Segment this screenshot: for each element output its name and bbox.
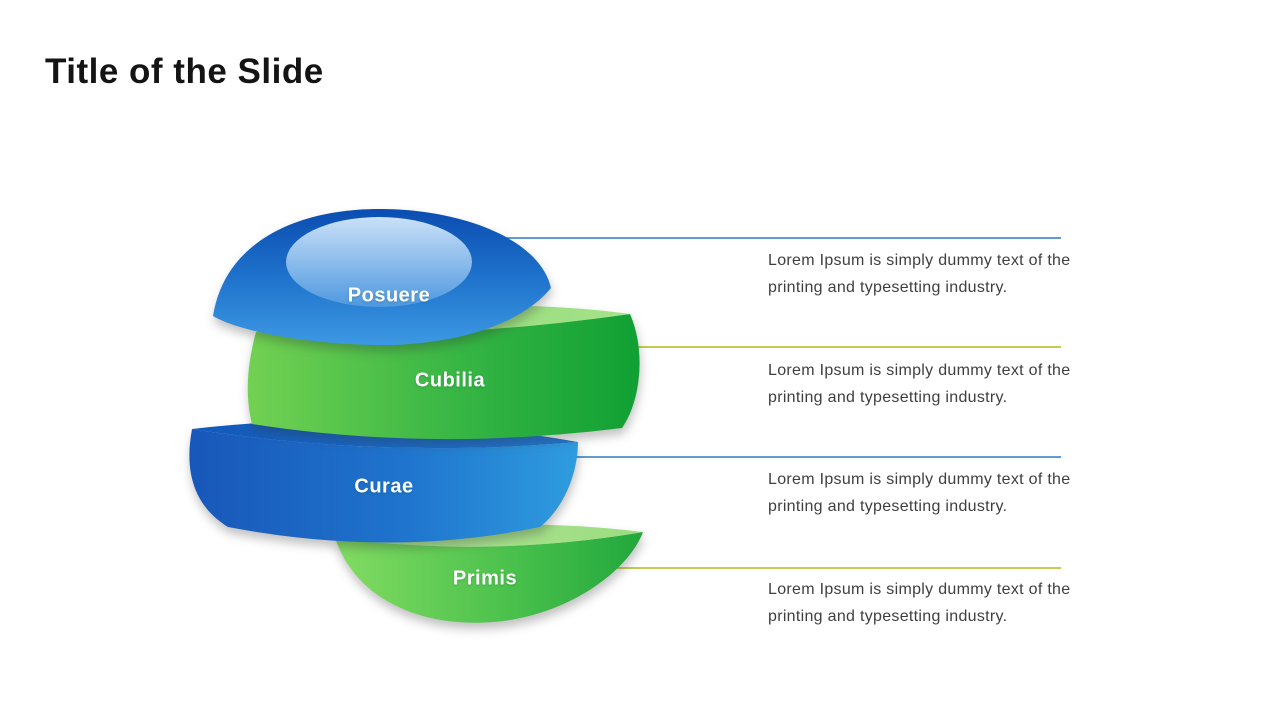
description-text-line: Lorem Ipsum is simply dummy text of the (768, 471, 1071, 488)
description-curae: Lorem Ipsum is simply dummy text of the … (768, 466, 1070, 520)
description-text-line: Lorem Ipsum is simply dummy text of the (768, 252, 1071, 269)
primis-bowl-shape (335, 532, 643, 623)
segment-label-curae: Curae (354, 475, 414, 498)
slide-title: Title of the Slide (45, 52, 324, 91)
description-primis: Lorem Ipsum is simply dummy text of the … (768, 576, 1070, 630)
posuere-highlight (286, 217, 472, 307)
description-text-line: Lorem Ipsum is simply dummy text of the (768, 362, 1071, 379)
description-text-line: printing and typesetting industry. (768, 498, 1008, 515)
description-text-line: Lorem Ipsum is simply dummy text of the (768, 581, 1071, 598)
cubilia-band-shape (247, 314, 640, 440)
posuere-segment (213, 208, 551, 346)
description-posuere: Lorem Ipsum is simply dummy text of the … (768, 247, 1070, 301)
segment-label-posuere: Posuere (347, 284, 431, 307)
description-text-line: printing and typesetting industry. (768, 389, 1008, 406)
description-cubilia: Lorem Ipsum is simply dummy text of the … (768, 357, 1070, 411)
segment-label-primis: Primis (452, 567, 518, 590)
description-text-line: printing and typesetting industry. (768, 608, 1008, 625)
segment-label-cubilia: Cubilia (414, 369, 486, 392)
curae-band-shape (189, 429, 579, 543)
description-text-line: printing and typesetting industry. (768, 279, 1008, 296)
